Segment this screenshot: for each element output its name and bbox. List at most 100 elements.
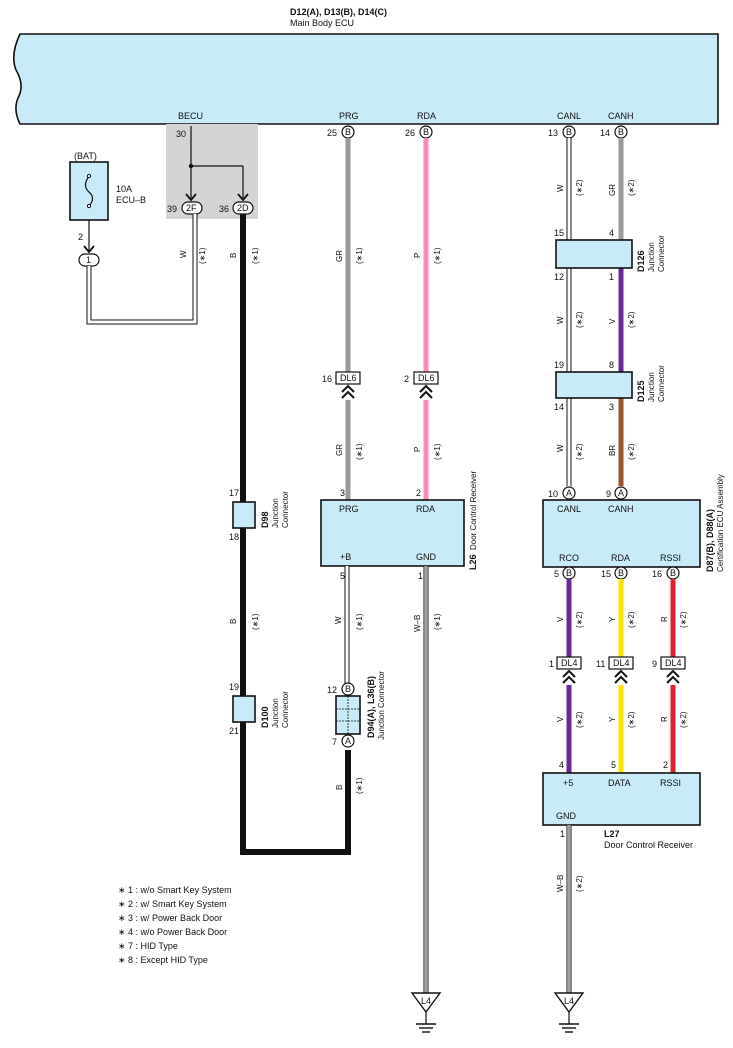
wire-color-v-can: V <box>608 318 617 324</box>
fuse-element <box>84 175 94 207</box>
pin-num-2-l27: 2 <box>663 760 668 770</box>
note-n1-p-1: (∗1) <box>433 247 442 264</box>
cert-name: Certification ECU Assembly <box>716 474 725 572</box>
wire-color-v-rco-1: V <box>556 616 565 622</box>
d125-name2: Connector <box>657 365 666 402</box>
pin-num-17: 17 <box>229 488 239 498</box>
note-n1-wb-l26: (∗1) <box>433 613 442 630</box>
connector-dl4-rco <box>556 656 582 670</box>
pin-num-21: 21 <box>229 726 239 736</box>
pin-num-4-l27: 4 <box>559 760 564 770</box>
l26-name: Door Control Receiver <box>469 471 478 550</box>
ecu-code: D12(A), D13(B), D14(C) <box>290 7 387 17</box>
wire-color-b-1: B <box>229 253 238 258</box>
note-n2-v-can: (∗2) <box>627 311 636 328</box>
pin-b-5-label: B <box>566 568 572 578</box>
pin-num-12-d126: 12 <box>554 272 564 282</box>
arrow-dl6-prg-2 <box>341 390 355 399</box>
wire-color-r-rssi-1: R <box>660 616 669 622</box>
note-n2-w-can-2: (∗2) <box>575 311 584 328</box>
note-n2-v-rco-1: (∗2) <box>575 611 584 628</box>
fuse-name: ECU–B <box>116 195 146 205</box>
d98-name2: Connector <box>281 491 290 528</box>
wire-color-gr-1: GR <box>335 250 344 262</box>
l26-rda: RDA <box>416 504 435 514</box>
ecu-box <box>12 33 719 125</box>
note-n1-p-2: (∗1) <box>433 443 442 460</box>
pin-b-26-label: B <box>423 127 429 137</box>
arrow-fuse <box>83 245 95 254</box>
d94-code: D94(A), L36(B) <box>366 676 376 738</box>
wire-color-gr-can: GR <box>608 184 617 196</box>
ecu-pin-rda: RDA <box>417 111 436 121</box>
l26-prg: PRG <box>339 504 359 514</box>
pin-num-15-cert: 15 <box>601 569 611 579</box>
note-n2-v-rco-2: (∗2) <box>575 711 584 728</box>
note-n2-w-can-1: (∗2) <box>575 179 584 196</box>
pin-num-26: 26 <box>405 128 415 138</box>
note-n1-gr-1: (∗1) <box>355 247 364 264</box>
note-n1-gr-2: (∗1) <box>355 443 364 460</box>
pin-num-11-dl4: 11 <box>596 659 605 669</box>
pin-b-13-label: B <box>566 127 572 137</box>
wire-b-main <box>240 214 351 855</box>
note-n1-b-3: (∗1) <box>355 777 364 794</box>
pin-num-7-jc: 7 <box>332 737 337 747</box>
ecu-name: Main Body ECU <box>290 18 354 28</box>
pin-num-1-l26: 1 <box>418 571 423 581</box>
pin-a-7 <box>341 734 355 748</box>
pin-num-3-l26: 3 <box>340 488 345 498</box>
d98-box <box>232 501 256 529</box>
arrow-dl6-rda-2 <box>419 390 433 399</box>
d125-code: D125 <box>636 380 646 402</box>
wire-color-br-can: BR <box>608 445 617 456</box>
note-n2-y-rda-2: (∗2) <box>627 711 636 728</box>
pin-b-16-label: B <box>670 568 676 578</box>
wire-color-w-l26: W <box>334 616 343 624</box>
wire-color-p-1: P <box>413 253 422 258</box>
pin-num-14-d125: 14 <box>554 402 564 412</box>
pin-b-15-label: B <box>618 568 624 578</box>
cert-rda: RDA <box>611 553 630 563</box>
d98-code: D98 <box>260 511 270 528</box>
d126-box <box>555 239 633 269</box>
pin-num-25: 25 <box>327 128 337 138</box>
fuse-bat-label: (BAT) <box>74 151 97 161</box>
wire-color-p-2: P <box>413 447 422 452</box>
cert-rssi: RSSI <box>660 553 681 563</box>
pin-a-7-label: A <box>345 736 351 746</box>
d126-name: Junction <box>647 242 656 272</box>
note-n2-w-can-3: (∗2) <box>575 443 584 460</box>
l27-gnd: GND <box>556 811 577 821</box>
cert-box <box>542 499 701 568</box>
fuse-rating: 10A <box>116 184 132 194</box>
wire-color-b-3: B <box>335 785 344 790</box>
wire-color-y-rda-2: Y <box>608 716 617 722</box>
pin-num-36: 36 <box>219 204 229 214</box>
note-n2-gr-can: (∗2) <box>627 179 636 196</box>
arrow-2f <box>185 193 197 202</box>
fuse-terminal-bottom <box>86 203 92 209</box>
wire-color-v-rco-2: V <box>556 716 565 722</box>
wire-color-gr-2: GR <box>335 444 344 456</box>
arrow-dl6-rda-1 <box>419 384 433 393</box>
wire-color-w-can-1: W <box>556 184 565 192</box>
pin-num-13: 13 <box>548 128 558 138</box>
pin-num-9: 9 <box>606 489 611 499</box>
pin-b-12 <box>341 682 355 696</box>
arrow-2d <box>237 193 249 202</box>
note-n1-w-l26: (∗1) <box>355 613 364 630</box>
pin-num-2-l26: 2 <box>416 488 421 498</box>
d100-name: Junction <box>271 698 280 728</box>
wire-color-wb-l26: W–B <box>413 615 422 632</box>
legend-item: ∗ 4 : w/o Power Back Door <box>118 927 227 937</box>
cert-canh: CANH <box>608 504 634 514</box>
wire-color-r-rssi-2: R <box>660 716 669 722</box>
note-n2-br-can: (∗2) <box>627 443 636 460</box>
pin-num-3-d125: 3 <box>609 402 614 412</box>
legend-item: ∗ 2 : w/ Smart Key System <box>118 899 227 909</box>
d126-code: D126 <box>636 250 646 272</box>
legend-item: ∗ 1 : w/o Smart Key System <box>118 885 232 895</box>
pin-num-18: 18 <box>229 532 239 542</box>
